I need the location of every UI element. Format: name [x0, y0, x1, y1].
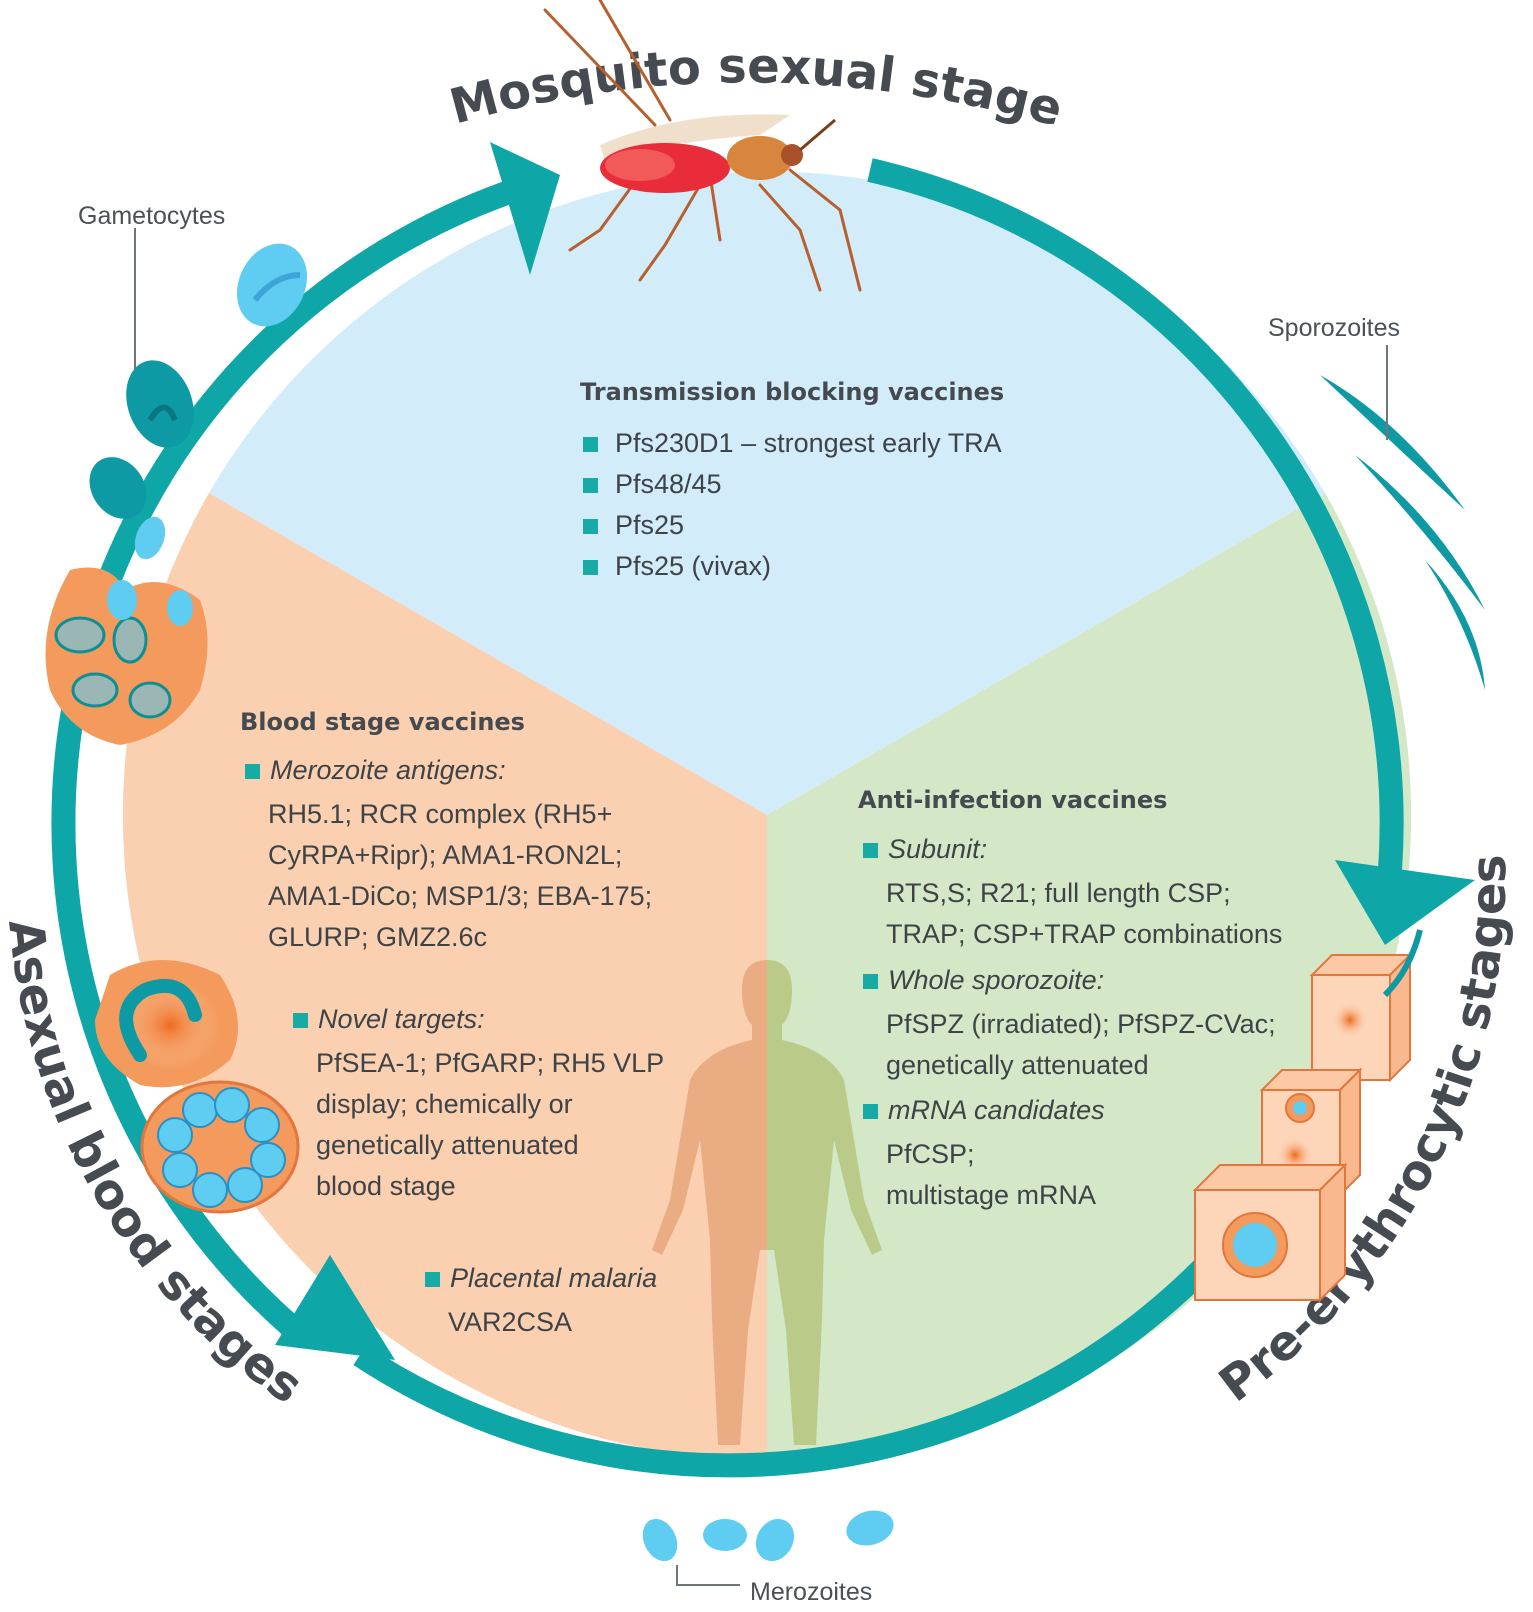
merozoite-line-1: RH5.1; RCR complex (RH5+ [268, 799, 612, 829]
mrna-heading: mRNA candidates [888, 1095, 1105, 1125]
infected-cell-gametocyte [45, 567, 208, 745]
novel-targets-heading: Novel targets: [318, 1004, 485, 1034]
sporozoite-group [1320, 375, 1485, 690]
label-leaders [134, 228, 1388, 1586]
subunit-line-1: RTS,S; R21; full length CSP; [886, 878, 1231, 908]
bullet [583, 478, 598, 493]
transmission-item-2: Pfs48/45 [615, 469, 722, 499]
liver-cells [1192, 929, 1423, 1303]
liver-cell-bottom [1192, 1162, 1348, 1303]
sector-blood-stage [122, 493, 767, 1460]
bullet [863, 1104, 878, 1119]
transmission-blocking-panel: Transmission blocking vaccines Pfs230D1 … [580, 378, 1004, 581]
novel-line-2: display; chemically or [316, 1089, 573, 1119]
blood-stage-title: Blood stage vaccines [240, 708, 525, 736]
bullet [583, 437, 598, 452]
bullet [245, 764, 260, 779]
arrowhead-right [1335, 860, 1475, 945]
label-merozoites: Merozoites [750, 1578, 872, 1606]
whole-line-1: PfSPZ (irradiated); PfSPZ-CVac; [886, 1009, 1276, 1039]
bullet [863, 843, 878, 858]
placental-line-1: VAR2CSA [448, 1307, 572, 1337]
mrna-line-2: multistage mRNA [886, 1180, 1096, 1210]
merozoite-antigens-heading: Merozoite antigens: [270, 755, 506, 785]
leader-merozoites [676, 1565, 740, 1586]
mosquito-icon [543, 0, 862, 292]
merozoite-line-4: GLURP; GMZ2.6c [268, 922, 487, 952]
gametocyte-group [89, 243, 307, 560]
ring-stage-cell [95, 960, 238, 1088]
schizont-cell [140, 1080, 300, 1214]
label-sporozoites: Sporozoites [1268, 314, 1400, 342]
subunit-heading: Subunit: [888, 834, 987, 864]
subunit-line-2: TRAP; CSP+TRAP combinations [886, 919, 1282, 949]
bullet [583, 560, 598, 575]
stage-title-mosquito: Mosquito sexual stages [0, 0, 1068, 138]
bullet [293, 1013, 308, 1028]
whole-line-2: genetically attenuated [886, 1050, 1149, 1080]
anti-infection-panel: Anti-infection vaccines Subunit: RTS,S; … [858, 786, 1282, 1210]
liver-cell-top [1309, 952, 1413, 1083]
arrowhead-left [275, 1255, 395, 1360]
merozoite-line-3: AMA1-DiCo; MSP1/3; EBA-175; [268, 881, 652, 911]
transmission-title: Transmission blocking vaccines [580, 378, 1004, 406]
label-gametocytes: Gametocytes [78, 202, 225, 230]
arrowhead-top [490, 142, 560, 275]
merozoite-line-2: CyRPA+Ripr); AMA1-RON2L; [268, 840, 622, 870]
transmission-item-4: Pfs25 (vivax) [615, 551, 771, 581]
transmission-item-1: Pfs230D1 – strongest early TRA [615, 428, 1002, 458]
bullet [425, 1272, 440, 1287]
novel-line-4: blood stage [316, 1171, 456, 1201]
merozoite-group [642, 1510, 894, 1562]
novel-line-1: PfSEA-1; PfGARP; RH5 VLP [316, 1048, 664, 1078]
novel-line-3: genetically attenuated [316, 1130, 579, 1160]
placental-malaria-heading: Placental malaria [450, 1263, 657, 1293]
bullet [863, 974, 878, 989]
sector-transmission [209, 171, 1325, 815]
anti-infection-title: Anti-infection vaccines [858, 786, 1167, 814]
whole-sporozoite-heading: Whole sporozoite: [888, 965, 1104, 995]
human-silhouette-icon [652, 960, 882, 1445]
mrna-line-1: PfCSP; [886, 1139, 975, 1169]
cycle-arrowheads [275, 142, 1475, 1360]
bullet [583, 519, 598, 534]
ring-arc-right [867, 158, 1404, 871]
blood-stage-panel: Blood stage vaccines Merozoite antigens:… [240, 708, 664, 1337]
transmission-item-3: Pfs25 [615, 510, 684, 540]
